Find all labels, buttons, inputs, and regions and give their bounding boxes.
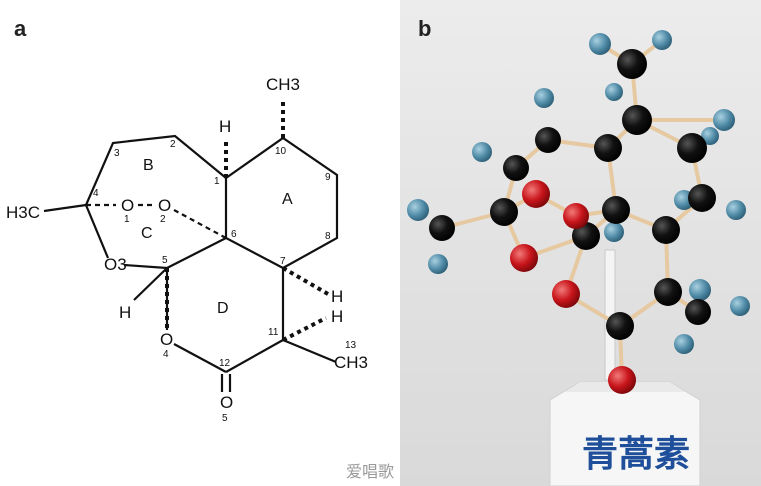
num-o2: 2: [160, 214, 166, 225]
wedge-c7-h: [281, 266, 330, 296]
oxygen-atom: [510, 244, 538, 272]
num-10: 10: [275, 146, 287, 157]
ring-b-bonds: [84, 134, 227, 259]
hydrogen-atom: [713, 109, 735, 131]
ring-labels: A B C D: [141, 157, 293, 317]
carbon-atom: [429, 215, 455, 241]
hydrogen-atom: [726, 200, 746, 220]
carbon-atom: [503, 155, 529, 181]
atom-ch3-right: CH3: [334, 353, 368, 372]
num-5: 5: [162, 255, 168, 266]
oxygen-atom: [522, 180, 550, 208]
carbon-atom: [652, 216, 680, 244]
num-o1: 1: [124, 214, 130, 225]
num-o5: 5: [222, 413, 228, 424]
position-numbers: 1 2 3 4 5 6 7 8 9 10 11 12 13 1 2 4 5: [93, 139, 357, 424]
oxygen-atom: [608, 366, 636, 394]
carbon-atom: [685, 299, 711, 325]
carbon-atom: [602, 196, 630, 224]
panel-label-b: b: [418, 16, 432, 41]
hydrogen-atom: [701, 127, 719, 145]
atom-h-c5: H: [119, 303, 131, 322]
atom-o3: O3: [104, 255, 127, 274]
hydrogen-atom: [534, 88, 554, 108]
ring-label-a: A: [282, 191, 293, 208]
num-1: 1: [214, 176, 220, 187]
num-13: 13: [345, 340, 357, 351]
bond-o3-c5: [123, 263, 168, 270]
atom-h3c-left: H3C: [6, 203, 40, 222]
num-11: 11: [268, 327, 279, 338]
hydrogen-atom: [589, 33, 611, 55]
hydrogen-atom: [652, 30, 672, 50]
watermark-text: 爱唱歌: [346, 462, 395, 481]
panel-label-a: a: [14, 16, 27, 41]
carbon-atom: [572, 222, 600, 250]
num-4: 4: [93, 188, 99, 199]
hydrogen-atom: [604, 222, 624, 242]
oxygen-atom: [563, 203, 589, 229]
num-9: 9: [325, 172, 331, 183]
atom-h-c7: H: [331, 287, 343, 306]
carbon-atom: [606, 312, 634, 340]
molecular-model-photo: 青蒿素: [400, 0, 761, 486]
carbon-atom: [677, 133, 707, 163]
model-label-text: 青蒿素: [582, 434, 690, 475]
carbon-atom: [535, 127, 561, 153]
ring-label-d: D: [217, 300, 229, 317]
atom-h-top: H: [219, 117, 231, 136]
ring-label-c: C: [141, 225, 153, 242]
hydrogen-atom: [689, 279, 711, 301]
bond-c11-methyl: [282, 338, 337, 364]
atom-ch3-top: CH3: [266, 75, 300, 94]
num-3: 3: [114, 148, 120, 159]
atom-o4: O: [160, 330, 173, 349]
bond-c5-h: [133, 267, 168, 301]
num-8: 8: [325, 231, 331, 242]
bonds: [43, 100, 339, 392]
bond-c12-c11: [225, 339, 284, 373]
num-7: 7: [280, 256, 286, 267]
hydrogen-atom: [605, 83, 623, 101]
bond-c6-c5: [166, 237, 227, 269]
wedge-c11-h: [282, 316, 327, 342]
atom-h-c11: H: [331, 307, 343, 326]
carbon-atom: [490, 198, 518, 226]
carbon-atom: [594, 134, 622, 162]
bond-c4-methyl: [43, 203, 87, 213]
num-6: 6: [231, 229, 237, 240]
num-o4: 4: [163, 349, 169, 360]
bond-o4-c12: [173, 343, 227, 373]
hydrogen-atom: [428, 254, 448, 274]
atom-o1: O: [121, 196, 134, 215]
hydrogen-atom: [674, 334, 694, 354]
num-2: 2: [170, 139, 176, 150]
carbon-atom: [654, 278, 682, 306]
model-stand: 青蒿素: [549, 249, 701, 486]
atom-o2: O: [158, 196, 171, 215]
bond-o2-c6: [173, 209, 227, 239]
carbon-atom: [688, 184, 716, 212]
ring-label-b: B: [143, 157, 154, 174]
num-12: 12: [219, 358, 231, 369]
hydrogen-atom: [407, 199, 429, 221]
carbon-atom: [622, 105, 652, 135]
carbon-atom: [617, 49, 647, 79]
hydrogen-atom: [472, 142, 492, 162]
hydrogen-atom: [730, 296, 750, 316]
artemisinin-structure-diagram: CH3 H H3C O O O3 O O H H H CH3 A B C D 1…: [6, 75, 368, 424]
atom-o5: O: [220, 393, 233, 412]
oxygen-atom: [552, 280, 580, 308]
model-atoms: [407, 30, 750, 394]
atom-labels: CH3 H H3C O O O3 O O H H H CH3: [6, 75, 368, 412]
